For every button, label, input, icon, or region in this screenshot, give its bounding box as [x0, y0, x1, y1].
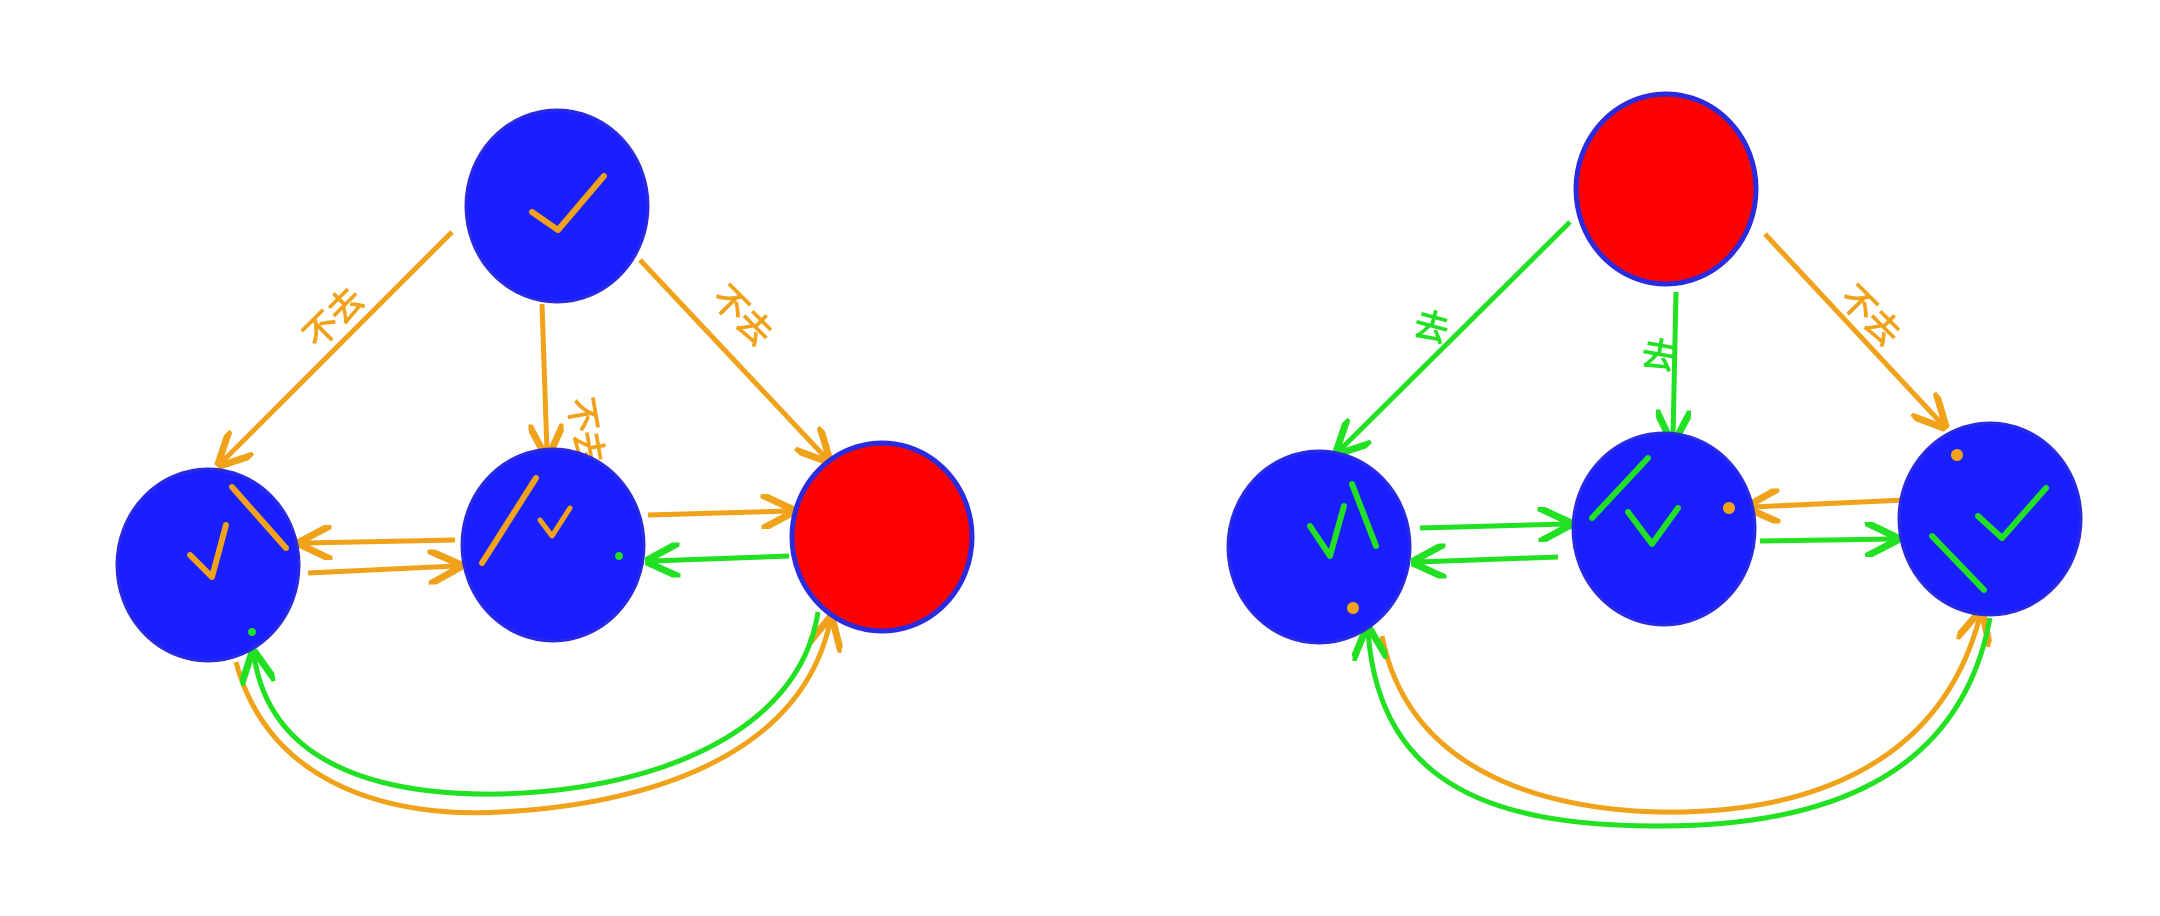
right-label-top-to-right: 不去	[1832, 278, 1908, 354]
left-graph: 不去 不去 不去	[115, 108, 975, 816]
left-node-middle-slash-mark	[479, 475, 539, 566]
left-arc-orange	[233, 622, 830, 816]
right-edge-right-to-middle	[1752, 500, 1906, 507]
right-edge-left-to-middle	[1419, 524, 1566, 528]
right-graph: 去 去 不去	[1226, 91, 2083, 829]
right-arc-orange	[1379, 616, 1980, 815]
right-node-middle-dot	[1723, 502, 1735, 514]
left-node-middle	[460, 447, 646, 643]
right-arc-green	[1368, 617, 1993, 829]
right-edge-top-to-left	[1340, 220, 1572, 450]
right-node-right-slash-mark	[1929, 533, 1987, 593]
left-node-left	[115, 467, 301, 663]
right-edge-middle-to-left	[1418, 557, 1559, 562]
right-edge-middle-to-right	[1759, 539, 1893, 541]
right-node-right-dot	[1951, 449, 1963, 461]
left-arc-green	[254, 611, 821, 797]
left-node-right	[789, 440, 975, 634]
right-node-left-dot	[1347, 602, 1359, 614]
left-edge-middle-to-right	[647, 511, 789, 515]
left-node-top-check-icon	[529, 173, 607, 233]
left-edge-middle-to-left	[304, 540, 456, 543]
left-node-middle-dot	[615, 552, 623, 560]
right-node-left-check-icon	[1307, 503, 1347, 559]
right-node-middle-check-icon	[1625, 505, 1681, 547]
right-node-left	[1226, 449, 1412, 645]
right-node-left-slash-mark	[1349, 481, 1379, 549]
left-edge-right-to-middle	[652, 556, 790, 561]
right-node-right-check-icon	[1975, 485, 2049, 541]
left-edge-left-to-middle	[307, 566, 456, 573]
left-edge-top-to-right	[638, 258, 826, 458]
left-node-middle-check-icon	[537, 505, 573, 539]
right-node-right	[1897, 421, 2083, 617]
right-edge-top-to-middle	[1673, 291, 1676, 438]
right-node-top	[1573, 91, 1759, 287]
left-edge-top-to-middle	[542, 303, 547, 452]
left-node-left-check-icon	[187, 522, 229, 580]
left-node-left-dot	[248, 628, 256, 636]
left-node-left-slash-mark	[229, 484, 289, 551]
right-label-top-to-middle: 去	[1638, 333, 1678, 378]
left-label-top-to-left: 不去	[296, 280, 372, 356]
right-edge-top-to-right	[1763, 232, 1942, 424]
left-node-top	[464, 108, 650, 304]
left-edge-top-to-left	[222, 230, 454, 462]
right-node-middle-slash-mark	[1589, 455, 1651, 521]
